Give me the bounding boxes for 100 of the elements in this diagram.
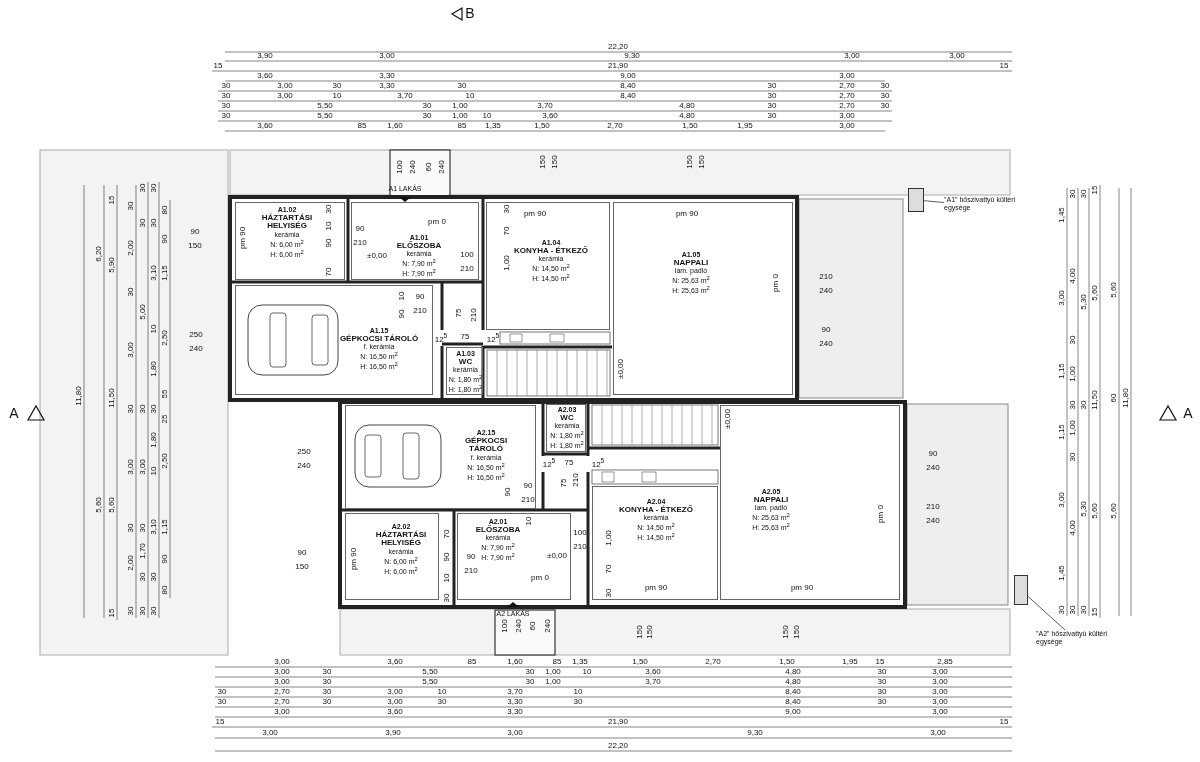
dimension-value: 8,40 [785, 698, 801, 706]
dimension-value: 30 [332, 82, 342, 90]
opening-size: 90 [297, 549, 307, 557]
opening-size: 210 [470, 308, 478, 322]
dimension-value: 30 [127, 606, 135, 616]
dimension-value: 60 [425, 162, 433, 172]
dimension-value: 85 [552, 658, 562, 666]
dimension-value: 3,60 [387, 708, 403, 716]
dimension-value: 10 [482, 112, 492, 120]
dimension-value: 30 [139, 523, 147, 533]
dimension-value: 1,50 [632, 658, 648, 666]
dimension-value: 3,00 [839, 112, 855, 120]
dimension-value: 5,60 [1091, 285, 1099, 301]
dimension-value: 3,00 [507, 729, 523, 737]
opening-size: 210 [353, 239, 367, 247]
dimension-value: 6,20 [95, 246, 103, 262]
dimension-value: 4,80 [679, 112, 695, 120]
dimension-value: 3,00 [839, 122, 855, 130]
sill-height: pm 90 [675, 210, 699, 218]
sill-height: pm 0 [877, 505, 885, 523]
dimension-value: 30 [767, 92, 777, 100]
dimension-value: 30 [437, 698, 447, 706]
dimension-value: 10 [443, 573, 451, 583]
opening-size: 210 [413, 307, 427, 315]
room-name: HÁZTARTÁSI HELYISÉG [260, 213, 314, 232]
dimension-value: 10 [332, 92, 342, 100]
dimension-value: 30 [217, 698, 227, 706]
dimension-value: 4,80 [785, 668, 801, 676]
dimension-value: 3,30 [379, 82, 395, 90]
room-name: KONYHA - ÉTKEZŐ [513, 246, 589, 256]
outdoor-unit-box [908, 188, 924, 212]
dimension-value: 5,30 [1080, 294, 1088, 310]
dimension-value: 150 [551, 155, 559, 169]
dimension-value: 30 [525, 678, 535, 686]
dimension-value: 15 [1091, 185, 1099, 195]
dimension-value: 30 [877, 678, 887, 686]
dimension-value: 3,60 [387, 658, 403, 666]
dimension-value: 10 [465, 92, 475, 100]
dimension-value: 5,60 [108, 497, 116, 513]
dimension-value: 15 [999, 718, 1009, 726]
dimension-value: 30 [877, 688, 887, 696]
opening-size: 250 [189, 331, 203, 339]
opening-size: 90 [355, 225, 365, 233]
dimension-value: 240 [409, 160, 417, 174]
dimension-value: 5,50 [317, 102, 333, 110]
dimension-value: 60 [529, 621, 537, 631]
dimension-value: 150 [686, 155, 694, 169]
dimension-value: 30 [1069, 400, 1077, 410]
dimension-value: 30 [127, 404, 135, 414]
dimension-value: 10 [325, 221, 333, 231]
dimension-value: 100 [501, 619, 509, 633]
dimension-value: 11,50 [1091, 390, 1099, 410]
dimension-value: 60 [1110, 393, 1118, 403]
opening-size: 90 [928, 450, 938, 458]
room-name: GÉPKOCSI TÁROLÓ [339, 334, 419, 344]
dimension-value: 2,70 [274, 698, 290, 706]
dimension-value: 3,00 [932, 678, 948, 686]
dimension-value: 3,70 [397, 92, 413, 100]
dimension-value: 9,30 [747, 729, 763, 737]
room-name: ELŐSZOBA [395, 241, 443, 251]
dimension-value: 30 [150, 183, 158, 193]
dimension-value: 1,80 [150, 361, 158, 377]
room-area [720, 405, 900, 600]
dimension-value: 1,00 [1069, 366, 1077, 382]
dimension-value: 90 [325, 238, 333, 248]
dimension-value: 3,00 [387, 698, 403, 706]
dimension-value: 4,80 [785, 678, 801, 686]
room-area [613, 202, 793, 395]
dimension-value: 4,00 [1069, 520, 1077, 536]
dimension-value: 30 [322, 688, 332, 696]
opening-size: 240 [297, 462, 311, 470]
dimension-value: 3,00 [127, 342, 135, 358]
dimension-value: 1,00 [1069, 420, 1077, 436]
dimension-value: 30 [1058, 605, 1066, 615]
dimension-value: 10 [150, 466, 158, 476]
dimension-value: 30 [150, 606, 158, 616]
dimension-value: 1,35 [485, 122, 501, 130]
sill-height: pm 90 [350, 547, 358, 571]
dimension-value: 30 [525, 668, 535, 676]
dimension-value: 3,00 [1058, 492, 1066, 508]
dimension-value: 15 [1091, 607, 1099, 617]
sill-height: pm 90 [790, 584, 814, 592]
room-area [446, 347, 483, 395]
dimension-value: 30 [573, 698, 583, 706]
dimension-value: 70 [605, 564, 613, 574]
room-name: WC [559, 413, 575, 423]
room-name: NAPPALI [752, 495, 790, 505]
dimension-value: 3,00 [274, 708, 290, 716]
dimension-value: 3,70 [507, 688, 523, 696]
dimension-value: 30 [139, 572, 147, 582]
opening-size: 90 [415, 293, 425, 301]
dimension-value: 2,00 [127, 240, 135, 256]
dimension-value: 12$^{5}$ [486, 332, 500, 344]
dimension-value: 30 [127, 523, 135, 533]
room-name: GÉPKOCSI TÁROLÓ [463, 436, 509, 455]
room-area [235, 202, 345, 280]
dimension-value: 3,00 [844, 52, 860, 60]
dimension-value: 2,70 [839, 82, 855, 90]
dimension-value: 70 [325, 267, 333, 277]
dimension-value: 2,50 [161, 453, 169, 469]
